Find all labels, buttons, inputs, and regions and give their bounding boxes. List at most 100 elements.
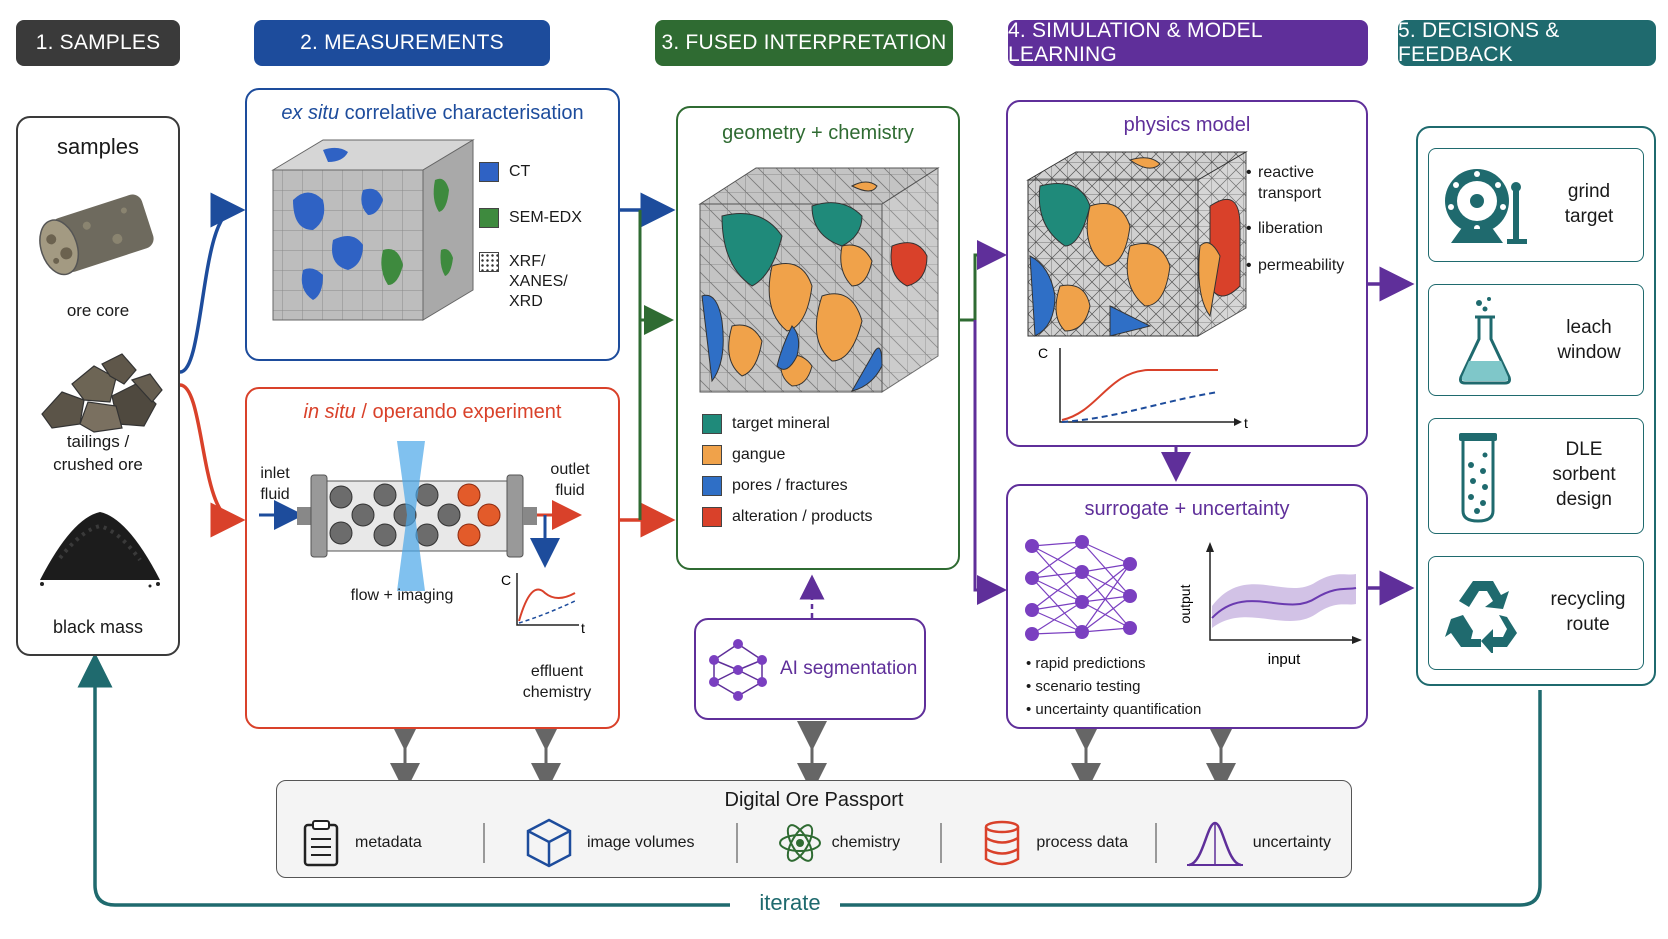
ai-segmentation-panel: AI segmentation [694,618,926,720]
header-decisions: 5. DECISIONS & FEEDBACK [1398,19,1656,66]
arrow-iterate-loop [77,652,730,907]
physics-mesh-cube [1026,151,1248,337]
decision-label-leach: leach window [1557,317,1621,363]
xrf-swatch [479,252,499,272]
flask-icon [1459,297,1511,385]
exsitu-title: ex situ correlative characterisation [281,102,584,124]
flow-imaging-label: flow + imaging [350,587,454,604]
ct-swatch [479,162,499,182]
iterate-label: iterate [740,890,840,916]
header-fused-interpretation: 3. FUSED INTERPRETATION [655,20,953,66]
sorbent-column-icon [1459,433,1497,523]
physics-panel: physics model •reactive transport •liber… [1006,100,1368,447]
fused-panel: geometry + chemistry target mineral gang… [676,106,960,570]
bullet-reactive-transport: •reactive transport [1246,164,1322,202]
header-measurements: 2. MEASUREMENTS [254,20,550,66]
surrogate-uncertainty-chart: output input [1177,542,1362,668]
samples-panel: samples ore core tailings / crushed ore … [16,116,180,656]
bullet-rapid-predictions: • rapid predictions [1026,655,1146,672]
passport-item-uncertainty: uncertainty [1186,819,1331,867]
decision-label-grind: grind target [1564,181,1614,227]
surrogate-title: surrogate + uncertainty [1084,498,1290,520]
exsitu-panel: ex situ correlative characterisation CT … [245,88,620,361]
insitu-panel: in situ / operando experiment inlet flui… [245,387,620,729]
surrogate-bullets: • rapid predictions • scenario testing •… [1026,652,1201,721]
surrogate-panel: surrogate + uncertainty output input • r… [1006,484,1368,729]
passport-item-chemistry: chemistry [778,821,941,865]
legend-gangue: gangue [702,439,873,470]
sample-label-black-mass: black mass [52,617,144,637]
recycle-icon [1445,581,1517,653]
physics-title: physics model [1123,114,1251,136]
effluent-chart: C t [501,572,585,636]
crushed-ore-icon [41,353,163,433]
black-mass-icon [40,512,160,588]
passport-item-image-volumes: image volumes [525,817,736,869]
pores-swatch [702,475,722,496]
distribution-icon [1186,821,1243,867]
arrow-samples-to-insitu [179,383,246,538]
fused-title: geometry + chemistry [722,122,914,144]
physics-breakthrough-chart: C t [1038,345,1248,431]
decision-dle-sorbent: DLE sorbent design [1428,418,1644,534]
svg-text:t: t [581,620,585,636]
decision-label-dle: DLE sorbent design [1552,439,1616,510]
svg-text:input: input [1268,651,1301,668]
legend-alteration: alteration / products [702,501,873,532]
sem-edx-swatch [479,208,499,228]
samples-title: samples [57,134,139,159]
bullet-uncertainty-quantification: • uncertainty quantification [1026,701,1202,718]
bullet-liberation: •liberation [1246,220,1323,237]
decisions-panel: grind target leach window DLE sorbent de… [1416,126,1656,686]
grinding-mill-icon [1445,169,1527,244]
legend-xrf: XRF/ XANES/ XRD [479,252,568,312]
passport-item-process-data: process data [982,819,1154,867]
sample-label-ore-core: ore core [66,301,130,320]
legend-sem-edx: SEM-EDX [479,208,582,228]
physics-bullets: •reactive transport •liberation •permeab… [1246,162,1344,276]
cube-icon [526,818,572,868]
fused-legend: target mineral gangue pores / fractures … [702,408,873,532]
svg-text:t: t [1244,415,1248,431]
sample-label-tailings: tailings / crushed ore [53,432,143,474]
passport-items: metadata image volumes chemistry process… [301,815,1331,871]
arrow-samples-to-exsitu [179,192,246,374]
legend-ct: CT [479,162,530,182]
effluent-label: effluent chemistry [522,663,592,701]
decision-label-recycling: recycling route [1550,589,1626,635]
header-simulation: 4. SIMULATION & MODEL LEARNING [1008,19,1368,66]
digital-ore-passport: Digital Ore Passport metadata image volu… [276,780,1352,878]
bullet-scenario-testing: • scenario testing [1026,678,1141,695]
decision-grind-target: grind target [1428,148,1644,262]
ore-core-icon [39,194,154,276]
svg-text:C: C [1038,345,1048,361]
gangue-swatch [702,444,722,465]
flow-cell-diagram [259,441,582,591]
atom-icon [778,824,821,862]
legend-pores: pores / fractures [702,470,873,501]
ai-segmentation-label: AI segmentation [780,658,918,679]
alteration-swatch [702,506,722,527]
legend-target-mineral: target mineral [702,408,873,439]
outlet-fluid-label: outlet fluid [550,461,590,499]
arrow-fusion-merge [638,210,665,520]
passport-item-metadata: metadata [301,819,483,867]
neural-network-icon [709,639,767,701]
database-icon [985,820,1020,866]
svg-text:C: C [501,572,511,588]
inlet-fluid-label: inlet fluid [260,465,290,503]
svg-text:output: output [1177,584,1193,623]
bullet-permeability: •permeability [1246,257,1345,274]
passport-title: Digital Ore Passport [724,789,904,811]
fused-voxel-cube [698,167,940,393]
xray-beam [397,441,425,591]
surrogate-network-icon [1025,535,1137,641]
clipboard-icon [303,820,339,867]
decision-leach-window: leach window [1428,284,1644,396]
decision-recycling-route: recycling route [1428,556,1644,670]
target-mineral-swatch [702,413,722,434]
exsitu-voxel-cube [271,139,475,321]
header-samples: 1. SAMPLES [16,20,180,66]
insitu-title: in situ / operando experiment [303,401,562,423]
